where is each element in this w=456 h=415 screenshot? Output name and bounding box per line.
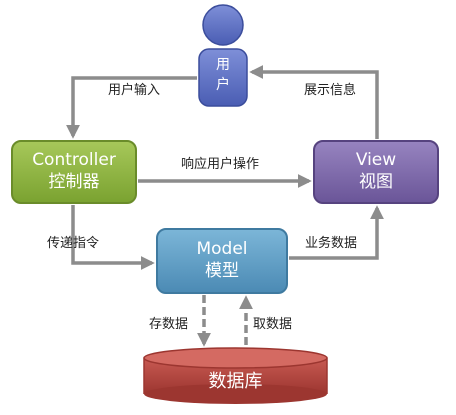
model-cn-label: 模型 (205, 261, 239, 281)
database-bottom (144, 384, 327, 404)
arrow-controller-to-model (71, 205, 155, 270)
arrows (66, 65, 384, 347)
view-box (313, 140, 439, 204)
view-label: View 视图 (314, 149, 438, 193)
database-node (143, 347, 328, 404)
user-body-shape (198, 48, 248, 107)
edge-label-store-data: 存数据 (149, 317, 189, 332)
edge-label-user-input: 用户输入 (108, 83, 161, 98)
user-head-shape (202, 4, 244, 46)
controller-box (11, 140, 137, 204)
arrow-model-to-view (289, 205, 384, 260)
arrow-user-to-controller (66, 76, 197, 139)
view-cn-label: 视图 (359, 172, 393, 192)
edge-label-respond-action: 响应用户操作 (181, 157, 260, 172)
view-name: View (355, 150, 397, 170)
edge-label-pass-command: 传递指令 (47, 236, 100, 251)
edge-label-show-info: 展示信息 (304, 83, 357, 98)
controller-cn-label: 控制器 (48, 172, 100, 192)
model-name: Model (196, 239, 248, 259)
controller-name: Controller (32, 150, 116, 170)
user-label: 用户 (199, 55, 247, 95)
edge-label-business-data: 业务数据 (305, 236, 358, 251)
edge-label-fetch-data: 取数据 (253, 317, 293, 332)
user-node (198, 4, 248, 107)
controller-label: Controller 控制器 (12, 149, 136, 193)
database-label: 数据库 (208, 371, 263, 392)
arrow-view-to-user (249, 65, 379, 139)
database-top (143, 347, 328, 369)
model-label: Model 模型 (157, 238, 287, 282)
user-label-text: 用户 (216, 57, 230, 93)
model-box (156, 228, 288, 294)
